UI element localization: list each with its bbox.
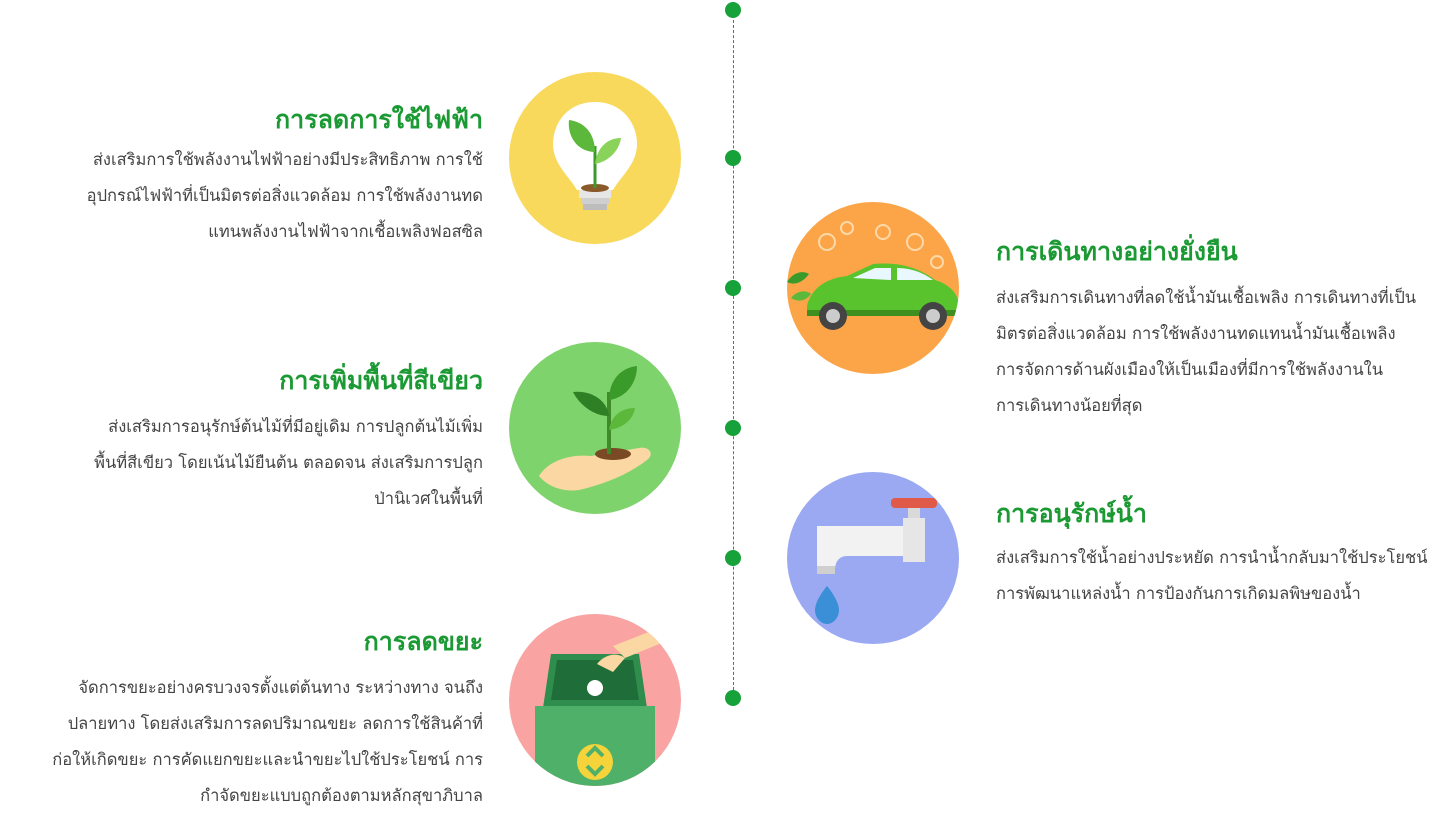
- description-line: การเดินทางน้อยที่สุด: [996, 396, 1143, 415]
- lightbulb-plant-icon: [509, 72, 681, 244]
- timeline-dot: [725, 420, 741, 436]
- timeline-dot: [725, 280, 741, 296]
- section-description: จัดการขยะอย่างครบวงจรตั้งแต่ต้นทาง ระหว่…: [52, 670, 483, 814]
- recycle-bin-icon: [509, 614, 681, 786]
- section-title: การลดขยะ: [363, 627, 483, 656]
- timeline-dot: [725, 690, 741, 706]
- description-line: การจัดการด้านผังเมืองให้เป็นเมืองที่มีกา…: [996, 360, 1384, 379]
- description-line: ส่งเสริมการเดินทางที่ลดใช้น้ำมันเชื้อเพล…: [996, 288, 1417, 307]
- timeline-dot: [725, 150, 741, 166]
- description-line: จัดการขยะอย่างครบวงจรตั้งแต่ต้นทาง ระหว่…: [78, 678, 483, 697]
- description-line: ปลายทาง โดยส่งเสริมการลดปริมาณขยะ ลดการใ…: [67, 714, 483, 733]
- timeline-dot: [725, 550, 741, 566]
- timeline-dot: [725, 2, 741, 18]
- section-description: ส่งเสริมการใช้พลังงานไฟฟ้าอย่างมีประสิทธ…: [87, 142, 483, 250]
- description-line: พื้นที่สีเขียว โดยเน้นไม้ยืนต้น ตลอดจน ส…: [94, 453, 483, 472]
- description-line: ป่านิเวศในพื้นที่: [374, 489, 483, 508]
- section-title: การอนุรักษ์น้ำ: [996, 499, 1147, 528]
- section-title: การลดการใช้ไฟฟ้า: [275, 105, 483, 134]
- water-faucet-icon: [787, 472, 959, 644]
- description-line: มิตรต่อสิ่งแวดล้อม การใช้พลังงานทดแทนน้ำ…: [996, 324, 1396, 343]
- section-description: ส่งเสริมการอนุรักษ์ต้นไม้ที่มีอยู่เดิม ก…: [94, 409, 483, 517]
- hand-seedling-icon: [509, 342, 681, 514]
- timeline-line: [733, 10, 734, 700]
- section-description: ส่งเสริมการใช้น้ำอย่างประหยัด การนำน้ำกล…: [996, 540, 1427, 612]
- description-line: ก่อให้เกิดขยะ การคัดแยกขยะและนำขยะไปใช้ป…: [52, 750, 483, 769]
- description-line: อุปกรณ์ไฟฟ้าที่เป็นมิตรต่อสิ่งแวดล้อม กา…: [86, 186, 483, 205]
- description-line: กำจัดขยะแบบถูกต้องตามหลักสุขาภิบาล: [200, 786, 483, 805]
- section-title: การเดินทางอย่างยั่งยืน: [996, 237, 1238, 266]
- description-line: ส่งเสริมการใช้พลังงานไฟฟ้าอย่างมีประสิทธ…: [92, 150, 483, 169]
- green-car-icon: [787, 202, 959, 374]
- description-line: การพัฒนาแหล่งน้ำ การป้องกันการเกิดมลพิษข…: [996, 584, 1361, 603]
- description-line: ส่งเสริมการอนุรักษ์ต้นไม้ที่มีอยู่เดิม ก…: [108, 417, 483, 436]
- section-title: การเพิ่มพื้นที่สีเขียว: [279, 366, 483, 395]
- description-line: ส่งเสริมการใช้น้ำอย่างประหยัด การนำน้ำกล…: [996, 548, 1428, 567]
- section-description: ส่งเสริมการเดินทางที่ลดใช้น้ำมันเชื้อเพล…: [996, 280, 1416, 424]
- description-line: แทนพลังงานไฟฟ้าจากเชื้อเพลิงฟอสซิล: [208, 222, 483, 241]
